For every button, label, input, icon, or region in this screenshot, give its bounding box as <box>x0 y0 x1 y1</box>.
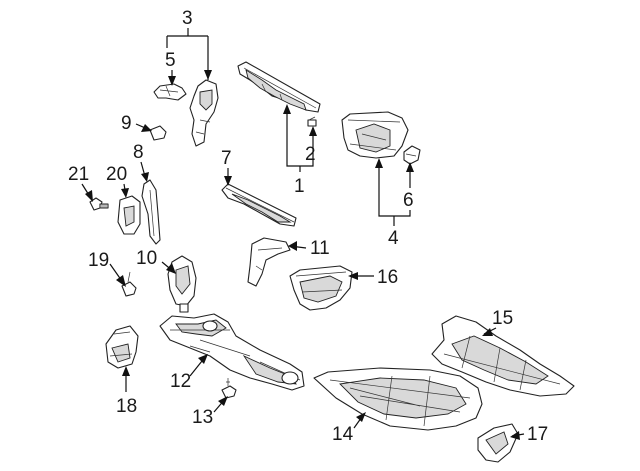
part-1-upper-support[interactable] <box>237 61 321 113</box>
arrowheads <box>85 70 520 440</box>
callout-2: 2 <box>305 144 316 165</box>
callout-16: 16 <box>377 267 398 288</box>
callout-21: 21 <box>68 164 89 185</box>
part-16-shield[interactable] <box>289 265 353 311</box>
part-3-vertical-support[interactable] <box>189 79 219 147</box>
callout-6: 6 <box>403 190 414 211</box>
callout-14: 14 <box>332 424 354 445</box>
callout-17: 17 <box>527 424 548 445</box>
callout-15: 15 <box>492 308 513 329</box>
part-15-under-cover[interactable] <box>431 315 575 397</box>
callout-11: 11 <box>310 238 330 259</box>
part-14-under-cover[interactable] <box>313 367 483 431</box>
part-20-bracket[interactable] <box>117 195 141 235</box>
part-21-bolt[interactable] <box>89 197 109 211</box>
part-4-housing[interactable] <box>341 111 409 159</box>
callout-7: 7 <box>221 148 232 169</box>
part-9-clip[interactable] <box>149 125 167 141</box>
callout-1: 1 <box>294 176 305 197</box>
part-18-mount[interactable] <box>105 325 139 369</box>
callout-5: 5 <box>165 50 176 71</box>
callout-20: 20 <box>106 164 127 185</box>
part-17-shield[interactable] <box>477 423 519 463</box>
callout-10: 10 <box>136 248 157 269</box>
callout-19: 19 <box>88 250 109 271</box>
part-8-side-member[interactable] <box>141 179 161 245</box>
callout-4: 4 <box>388 228 399 249</box>
part-7-brace[interactable] <box>221 183 297 227</box>
part-13-bolt[interactable] <box>221 378 237 399</box>
part-6-bracket[interactable] <box>403 145 421 165</box>
part-11-bracket[interactable] <box>247 237 291 287</box>
part-2-clip[interactable] <box>307 116 317 127</box>
part-10-bracket[interactable] <box>167 255 197 313</box>
leader-lines <box>81 28 525 437</box>
callout-12: 12 <box>170 371 191 392</box>
callout-3: 3 <box>182 8 193 29</box>
callout-9: 9 <box>121 113 132 134</box>
callout-13: 13 <box>192 407 213 428</box>
callout-8: 8 <box>133 142 144 163</box>
callout-18: 18 <box>116 396 137 417</box>
part-5-bracket[interactable] <box>153 83 187 101</box>
